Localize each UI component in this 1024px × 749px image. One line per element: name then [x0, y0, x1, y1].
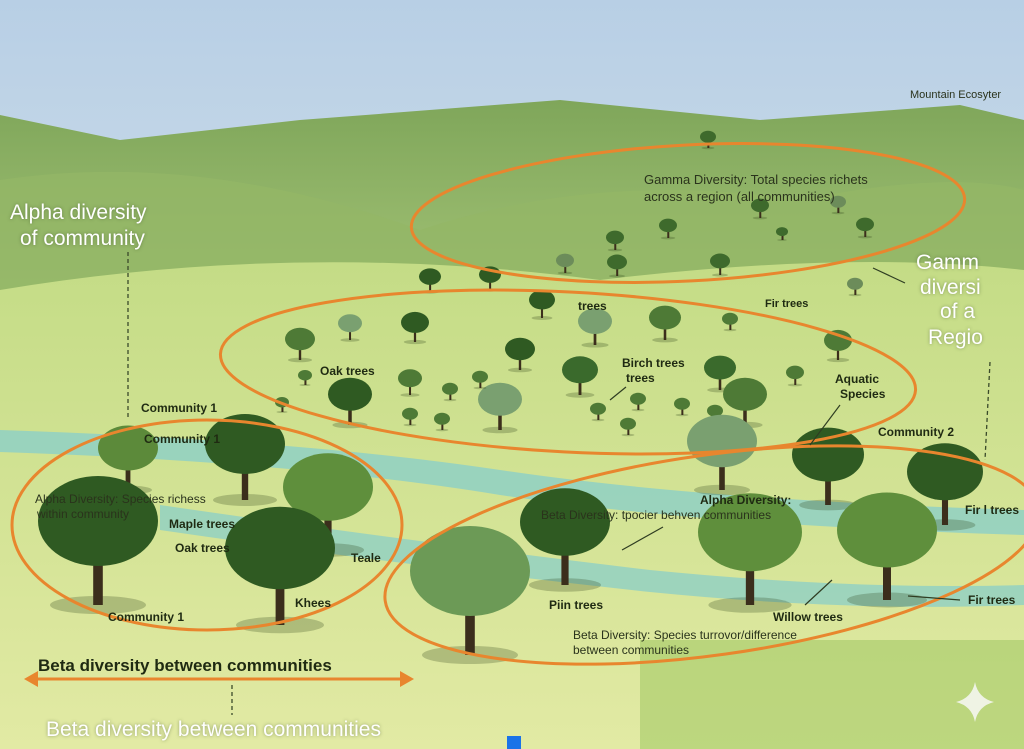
- alpha-desc-line1: Alpha Diversity: Species richess: [35, 492, 206, 506]
- tree: [698, 493, 802, 613]
- pointer-arrow: [621, 526, 664, 551]
- tree: [630, 392, 646, 412]
- river-lower: [160, 505, 1024, 607]
- pointer-arrow: [809, 404, 841, 446]
- oak-trees-label: Oak trees: [320, 364, 375, 378]
- community1-ellipse: [10, 418, 404, 632]
- fir-trees-right2-label: Fir trees: [968, 593, 1016, 607]
- tree: [578, 308, 612, 348]
- aquatic-label: Aquatic: [835, 372, 880, 386]
- tree: [285, 327, 315, 363]
- pin-trees-label: Piin trees: [549, 598, 604, 612]
- beta-footer: Beta diversity between communities: [46, 718, 381, 741]
- pointer-arrow: [804, 579, 833, 606]
- pointer-arrow: [872, 267, 906, 284]
- khees-label: Khees: [295, 596, 332, 610]
- tree: [205, 414, 285, 506]
- beta-long-line1: Beta Diversity: Species turrovor/differe…: [573, 628, 797, 642]
- alpha-diversity-label: Alpha Diversity:: [700, 493, 792, 507]
- gamma-pointer-line: [984, 361, 991, 461]
- tree: [607, 254, 627, 278]
- tree: [700, 130, 716, 150]
- tree: [847, 277, 863, 297]
- birch-trees-label2: trees: [626, 371, 655, 385]
- sparkle-icon: [956, 682, 994, 722]
- corner-title: Mountain Ecosyter: [910, 89, 1002, 101]
- beta-double-arrow: [24, 671, 414, 687]
- birch-trees-label: Birch trees: [622, 356, 685, 370]
- tree: [722, 312, 738, 332]
- tree: [786, 365, 804, 387]
- maple-trees-label: Maple trees: [169, 517, 236, 531]
- beta-long-line2: between communities: [573, 643, 690, 657]
- willow-trees-label: Willow trees: [773, 610, 843, 624]
- tree: [338, 314, 362, 342]
- tree: [606, 230, 624, 252]
- pointer-arrow: [609, 386, 627, 401]
- beta-arrow-label: Beta diversity between communities: [38, 656, 332, 675]
- community1-mid-label: Community 1: [144, 432, 221, 446]
- gamma-ellipse: [409, 142, 967, 284]
- gamma-heading-line1: Gamm: [916, 251, 979, 274]
- beta-short-label: Beta Diversity: tpocier behven communiti…: [541, 508, 772, 522]
- gamma-desc-line2: across a region (all communities): [644, 189, 835, 204]
- tree: [402, 407, 418, 427]
- tree: [434, 412, 450, 432]
- tree: [298, 369, 312, 387]
- oak-trees-left-label: Oak trees: [175, 541, 230, 555]
- fir-trees-right-label: Fir l trees: [965, 503, 1020, 517]
- community2-ellipse: [383, 444, 1024, 666]
- tree: [225, 506, 335, 634]
- tree: [472, 370, 488, 390]
- tree: [401, 311, 429, 345]
- tree: [856, 217, 874, 239]
- tree: [398, 369, 422, 397]
- tree: [830, 195, 846, 215]
- trees-label: trees: [578, 299, 607, 313]
- alpha-desc-line2: within community: [37, 507, 130, 521]
- gamma-heading-line2: diversi: [920, 276, 981, 299]
- tree: [556, 253, 574, 275]
- tree: [824, 329, 852, 363]
- tree: [442, 382, 458, 402]
- tree: [478, 382, 522, 434]
- tree: [529, 290, 555, 320]
- tree: [620, 417, 636, 437]
- teale-label: Teale: [351, 551, 381, 565]
- tree: [751, 198, 769, 220]
- tree: [590, 402, 606, 422]
- alpha-heading-line1: Alpha diversity: [10, 201, 147, 224]
- scroll-indicator[interactable]: [507, 736, 521, 749]
- community1-top-label: Community 1: [141, 401, 218, 415]
- fir-trees-label: Fir trees: [765, 298, 809, 310]
- tree: [659, 218, 677, 240]
- middle-ellipse: [218, 288, 918, 456]
- tree: [710, 253, 730, 277]
- gamma-desc-line1: Gamma Diversity: Total species richets: [644, 172, 868, 187]
- alpha-heading-line2: of community: [20, 227, 145, 250]
- tree: [562, 356, 598, 398]
- tree: [520, 488, 610, 592]
- gamma-heading-line3: of a: [940, 300, 976, 323]
- community1-bottom-label: Community 1: [108, 610, 185, 624]
- community2-label: Community 2: [878, 425, 955, 439]
- tree: [674, 397, 690, 417]
- gamma-heading-line4: Regio: [928, 326, 983, 349]
- tree: [649, 305, 681, 343]
- tree: [505, 337, 535, 373]
- species-label: Species: [840, 387, 886, 401]
- tree: [837, 492, 937, 608]
- pointer-arrow: [907, 595, 961, 601]
- tree: [776, 227, 788, 241]
